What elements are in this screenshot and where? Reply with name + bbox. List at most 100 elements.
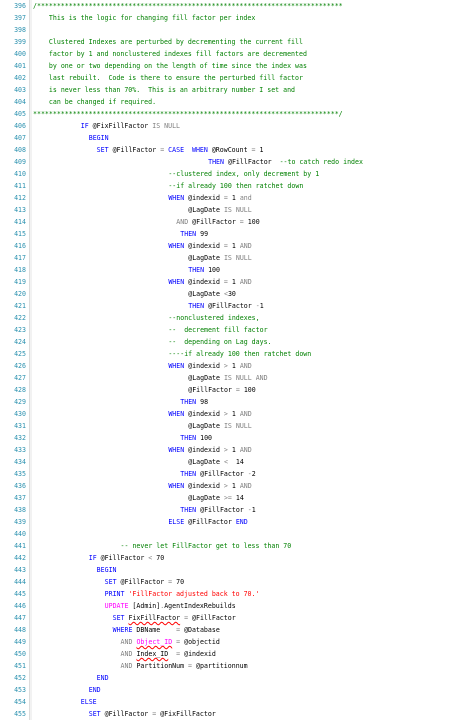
code-line[interactable]: --clustered index, only decrement by 1: [168, 169, 319, 180]
code-line[interactable]: by one or two depending on the length of…: [49, 61, 307, 72]
code-line[interactable]: WHERE DBName = @Database: [113, 625, 220, 636]
code-line[interactable]: --if already 100 then ratchet down: [168, 181, 303, 192]
code-line[interactable]: SET @FillFactor = @FixFillFactor: [89, 709, 216, 720]
code-token: =: [180, 614, 193, 623]
code-line[interactable]: BEGIN: [97, 565, 117, 576]
code-token: WHEN: [168, 362, 189, 371]
line-number: 418: [14, 266, 26, 275]
code-line[interactable]: Clustered Indexes are perturbed by decre…: [49, 37, 303, 48]
code-token: =: [168, 578, 177, 587]
code-line[interactable]: WHEN @indexid = 1 AND: [168, 277, 251, 288]
line-number: 423: [14, 326, 26, 335]
code-line[interactable]: WHEN @indexid > 1 AND: [168, 361, 251, 372]
code-line[interactable]: IF @FillFactor < 70: [89, 553, 164, 564]
code-line[interactable]: @LagDate IS NULL: [188, 421, 252, 432]
code-line[interactable]: SET @FillFactor = 70: [105, 577, 184, 588]
code-token: @LagDate: [188, 458, 224, 467]
line-number: 450: [14, 650, 26, 659]
code-line[interactable]: WHEN @indexid = 1 and: [168, 193, 251, 204]
code-line[interactable]: AND PartitionNum = @partitionnum: [121, 661, 248, 672]
code-token: 70: [176, 578, 185, 587]
code-token: 14: [235, 458, 244, 467]
code-line[interactable]: -- depending on Lag days.: [168, 337, 271, 348]
code-line[interactable]: AND Object_ID = @objectid: [121, 637, 220, 648]
code-line[interactable]: is never less than 70%. This is an arbit…: [49, 85, 295, 96]
line-number: 432: [14, 434, 26, 443]
line-number: 397: [14, 14, 26, 23]
code-line[interactable]: --nonclustered indexes,: [168, 313, 259, 324]
code-token: =: [176, 626, 185, 635]
code-line[interactable]: last rebuilt. Code is there to ensure th…: [49, 73, 303, 84]
code-line[interactable]: can be changed if required.: [49, 97, 156, 108]
code-line[interactable]: ****************************************…: [33, 109, 343, 120]
code-token: SET: [104, 578, 121, 587]
code-token: >=: [223, 494, 236, 503]
code-line[interactable]: /***************************************…: [33, 1, 343, 12]
code-token: PartitionNum: [136, 662, 189, 671]
code-line[interactable]: @FillFactor = 100: [188, 385, 256, 396]
code-line[interactable]: WHEN @indexid = 1 AND: [168, 241, 251, 252]
code-token: END: [96, 674, 109, 683]
code-line[interactable]: THEN 100: [180, 433, 212, 444]
code-token: @indexid: [188, 410, 224, 419]
code-token: THEN: [208, 158, 228, 167]
code-token: ELSE: [80, 698, 97, 707]
code-line[interactable]: THEN @FillFactor --to catch redo index: [208, 157, 363, 168]
code-line[interactable]: @LagDate <30: [188, 289, 236, 300]
code-line[interactable]: THEN @FillFactor -1: [188, 301, 263, 312]
code-line[interactable]: THEN @FillFactor -1: [180, 505, 255, 516]
code-line[interactable]: WHEN @indexid > 1 AND: [168, 409, 251, 420]
code-line[interactable]: AND @FillFactor = 100: [176, 217, 259, 228]
code-line[interactable]: WHEN @indexid > 1 AND: [168, 481, 251, 492]
line-number: 408: [14, 146, 26, 155]
code-line[interactable]: END: [97, 673, 109, 684]
code-line[interactable]: UPDATE [Admin].AgentIndexRebuilds: [105, 601, 236, 612]
code-line[interactable]: -- never let FillFactor get to less than…: [121, 541, 292, 552]
code-line[interactable]: THEN @FillFactor -2: [180, 469, 255, 480]
code-line[interactable]: AND Index_ID = @indexid: [121, 649, 216, 660]
line-number: 422: [14, 314, 26, 323]
code-line[interactable]: SET FixFillFactor = @FillFactor: [113, 613, 236, 624]
code-token: SET: [88, 710, 105, 719]
code-token: =: [223, 194, 232, 203]
code-line[interactable]: @LagDate >= 14: [188, 493, 244, 504]
code-token: >: [223, 482, 232, 491]
code-line[interactable]: BEGIN: [89, 133, 109, 144]
code-line[interactable]: ELSE @FillFactor END: [168, 517, 247, 528]
code-area[interactable]: /***************************************…: [33, 0, 474, 720]
code-token: =: [235, 386, 244, 395]
code-line[interactable]: @LagDate IS NULL: [188, 253, 252, 264]
line-number: 413: [14, 206, 26, 215]
code-line[interactable]: factor by 1 and nonclustered indexes fil…: [49, 49, 307, 60]
code-token: @FixFillFactor: [160, 710, 216, 719]
code-line[interactable]: ELSE: [81, 697, 97, 708]
code-line[interactable]: THEN 98: [180, 397, 208, 408]
line-number: 429: [14, 398, 26, 407]
code-line[interactable]: THEN 99: [180, 229, 208, 240]
code-line[interactable]: @LagDate IS NULL: [188, 205, 252, 216]
code-token: @FillFactor: [208, 302, 256, 311]
code-line[interactable]: ----if already 100 then ratchet down: [168, 349, 311, 360]
code-token: @FillFactor: [104, 710, 153, 719]
code-line[interactable]: IF @FixFillFactor IS NULL: [81, 121, 180, 132]
code-line[interactable]: PRINT 'FillFactor adjusted back to 70.': [105, 589, 260, 600]
code-line[interactable]: THEN 100: [188, 265, 220, 276]
line-number: 436: [14, 482, 26, 491]
code-token: 98: [200, 398, 209, 407]
code-line[interactable]: -- decrement fill factor: [168, 325, 267, 336]
code-token: IS NULL: [152, 122, 181, 131]
code-line[interactable]: END: [89, 685, 101, 696]
code-token: WHEN: [168, 242, 189, 251]
line-number: 410: [14, 170, 26, 179]
code-line[interactable]: @LagDate < 14: [188, 457, 244, 468]
code-line[interactable]: SET @FillFactor = CASE WHEN @RowCount = …: [97, 145, 264, 156]
code-line[interactable]: This is the logic for changing fill fact…: [49, 13, 255, 24]
line-number: 442: [14, 554, 26, 563]
code-token: =: [172, 638, 185, 647]
code-line[interactable]: WHEN @indexid > 1 AND: [168, 445, 251, 456]
code-token: -: [255, 302, 260, 311]
code-token: @indexid: [188, 242, 224, 251]
line-number: 449: [14, 638, 26, 647]
code-line[interactable]: @LagDate IS NULL AND: [188, 373, 267, 384]
